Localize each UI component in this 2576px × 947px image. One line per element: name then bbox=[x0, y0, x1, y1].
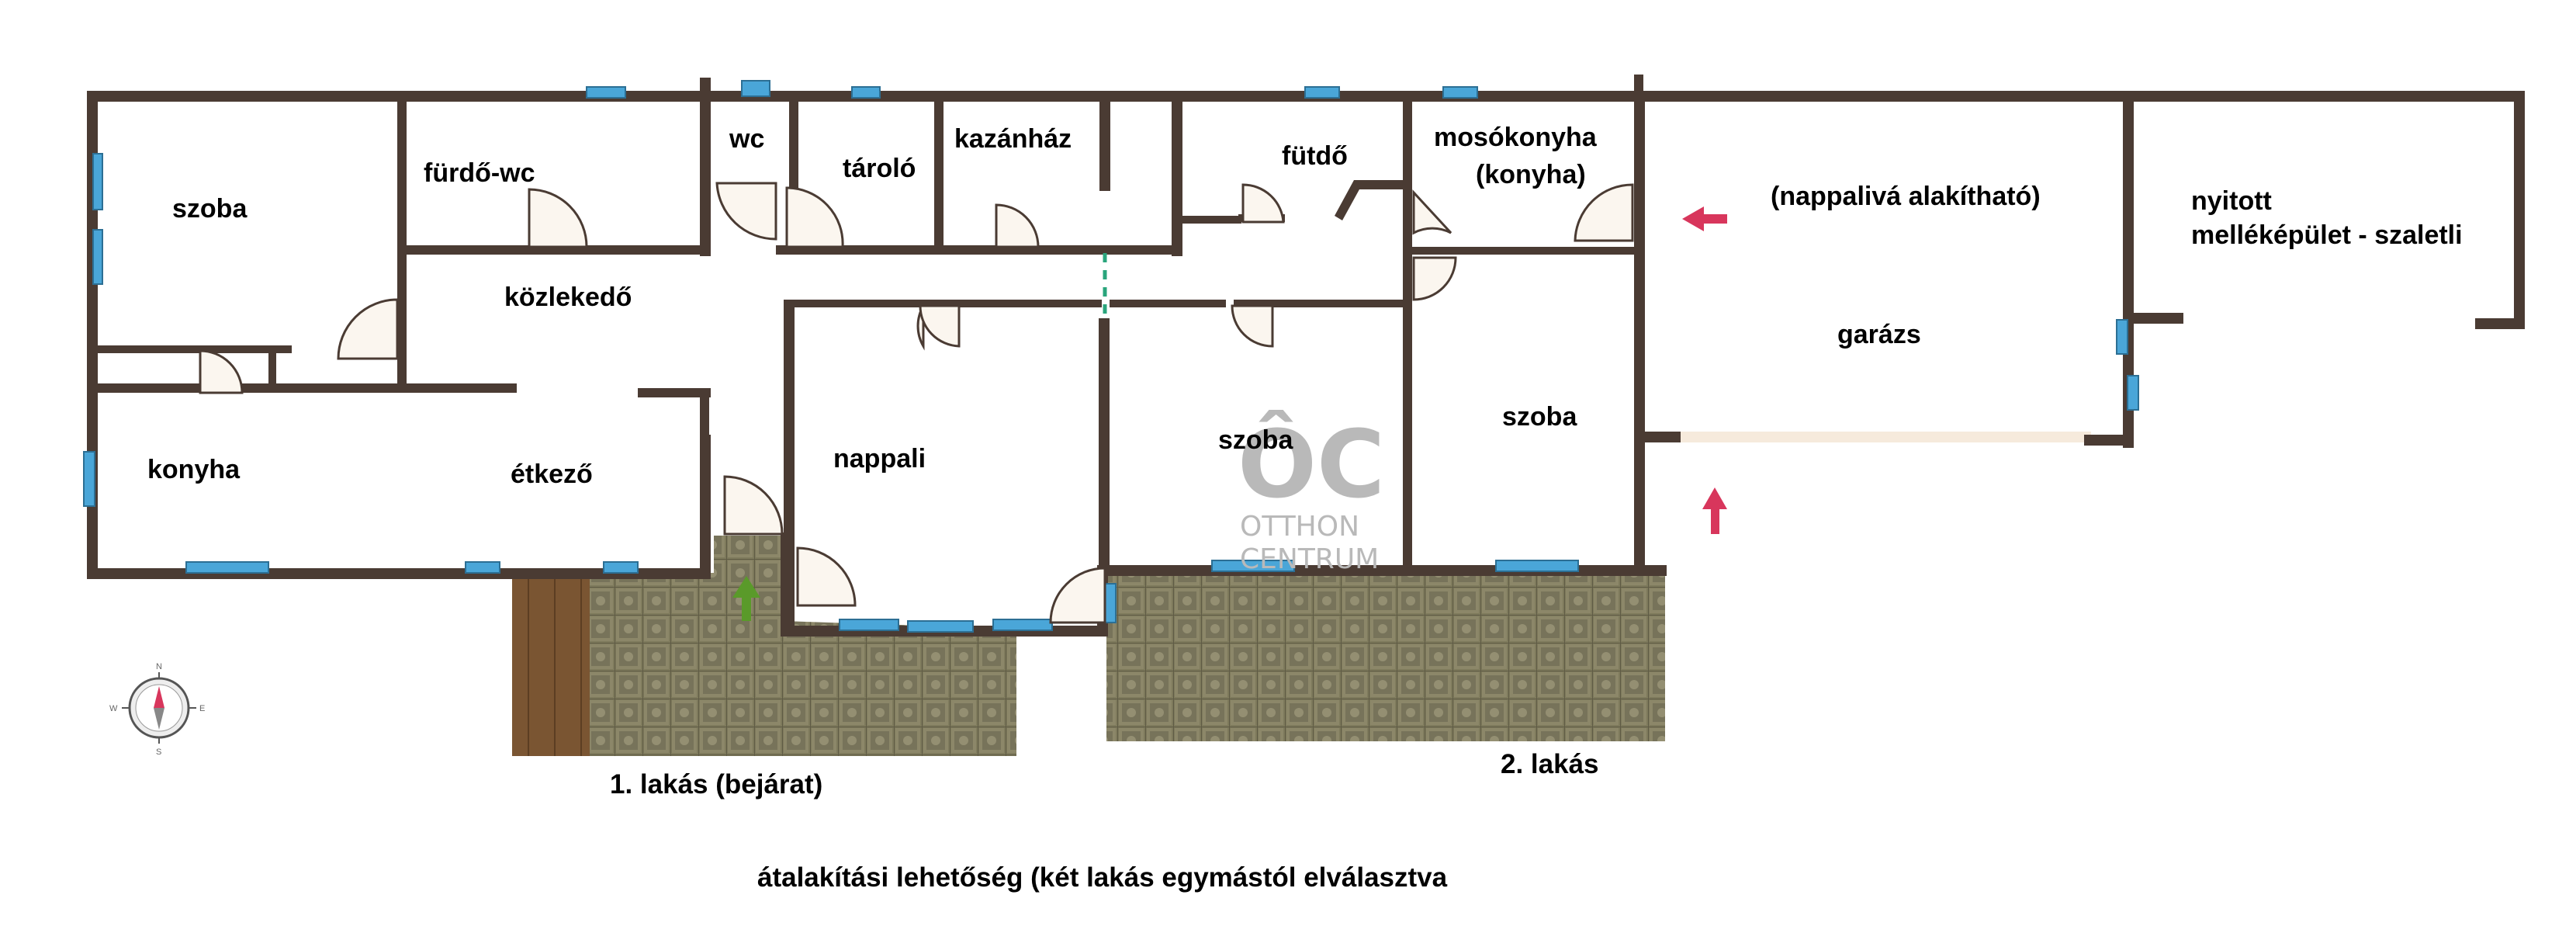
watermark-line1: OTTHON bbox=[1240, 511, 1359, 543]
garage-opening bbox=[1680, 432, 2091, 442]
room-szoba-2: szoba bbox=[1218, 425, 1293, 455]
room-kozlekedo: közlekedő bbox=[504, 283, 632, 312]
compass-n: N bbox=[156, 662, 162, 671]
room-nappali: nappali bbox=[833, 444, 926, 474]
room-etkezo: étkező bbox=[511, 460, 593, 489]
windows bbox=[83, 80, 2139, 633]
compass-icon: N S E W bbox=[109, 662, 205, 757]
room-mosokonyha: mosókonyha bbox=[1434, 123, 1598, 152]
room-wc: wc bbox=[729, 124, 764, 154]
room-tarolo: tároló bbox=[843, 154, 916, 183]
terrace-paving-2 bbox=[1106, 571, 1665, 741]
otthon-centrum-watermark: ÔC OTTHON CENTRUM bbox=[1238, 411, 1385, 575]
compass-w: W bbox=[109, 704, 118, 713]
watermark-line2: CENTRUM bbox=[1240, 543, 1379, 575]
label-lakas-2: 2. lakás bbox=[1501, 749, 1599, 779]
label-lakas-1: 1. lakás (bejárat) bbox=[610, 769, 822, 800]
compass-e: E bbox=[199, 704, 205, 713]
garage-arrow-red-icon bbox=[1682, 206, 1727, 231]
watermark-mark: ÔC bbox=[1238, 411, 1385, 519]
room-futdo: fütdő bbox=[1282, 141, 1348, 171]
terrace-deck bbox=[512, 573, 590, 756]
room-mellekepulet-1: nyitott bbox=[2191, 186, 2272, 216]
doors bbox=[199, 182, 1634, 624]
room-szoba-3: szoba bbox=[1502, 402, 1577, 432]
compass-s: S bbox=[156, 748, 161, 757]
room-mellekepulet-2: melléképület - szaletli bbox=[2191, 220, 2463, 250]
room-garazs-note: (nappalivá alakítható) bbox=[1771, 182, 2041, 211]
room-mosokonyha-sub: (konyha) bbox=[1476, 160, 1586, 189]
room-kazanhaz: kazánház bbox=[954, 124, 1072, 154]
room-labels: szoba fürdő-wc wc tároló kazánház fütdő … bbox=[147, 123, 2463, 489]
room-konyha: konyha bbox=[147, 455, 241, 484]
entrance-arrow-red-icon bbox=[1702, 487, 1727, 534]
room-garazs: garázs bbox=[1837, 320, 1921, 349]
terrace-paving-1 bbox=[590, 536, 1016, 756]
entrance-arrow-green-icon bbox=[732, 576, 760, 621]
plan-caption: átalakítási lehetőség (két lakás egymást… bbox=[757, 862, 1448, 893]
room-szoba-1: szoba bbox=[172, 194, 248, 224]
room-furdo-wc: fürdő-wc bbox=[424, 158, 535, 188]
